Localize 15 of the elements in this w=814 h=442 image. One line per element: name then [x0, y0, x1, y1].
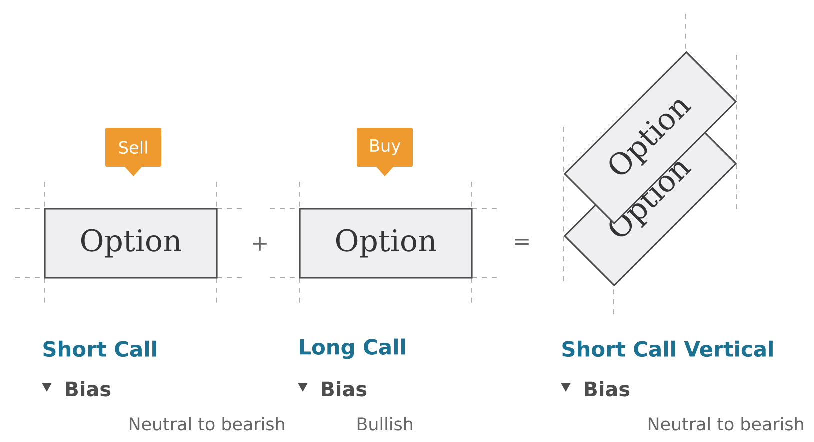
strategy-title: Short Call [44, 340, 156, 358]
bias-value: Neutral to bearish [648, 417, 804, 431]
option-box: Option [299, 208, 473, 279]
bias-heading: Bias [322, 381, 367, 397]
option-box: Option [44, 208, 218, 279]
bias-value: Bullish [358, 417, 412, 431]
bias-heading: Bias [66, 381, 111, 397]
bias-heading: Bias [585, 381, 630, 397]
strategy-title: Short Call Vertical [562, 340, 773, 358]
callout-tag: Buy [357, 128, 413, 176]
operator-sign: + [253, 237, 267, 251]
operator-sign: = [515, 239, 529, 246]
callout-tag: Sell [106, 128, 162, 176]
strategy-title: Long Call [300, 338, 406, 360]
bias-value: Neutral to bearish [130, 417, 284, 431]
